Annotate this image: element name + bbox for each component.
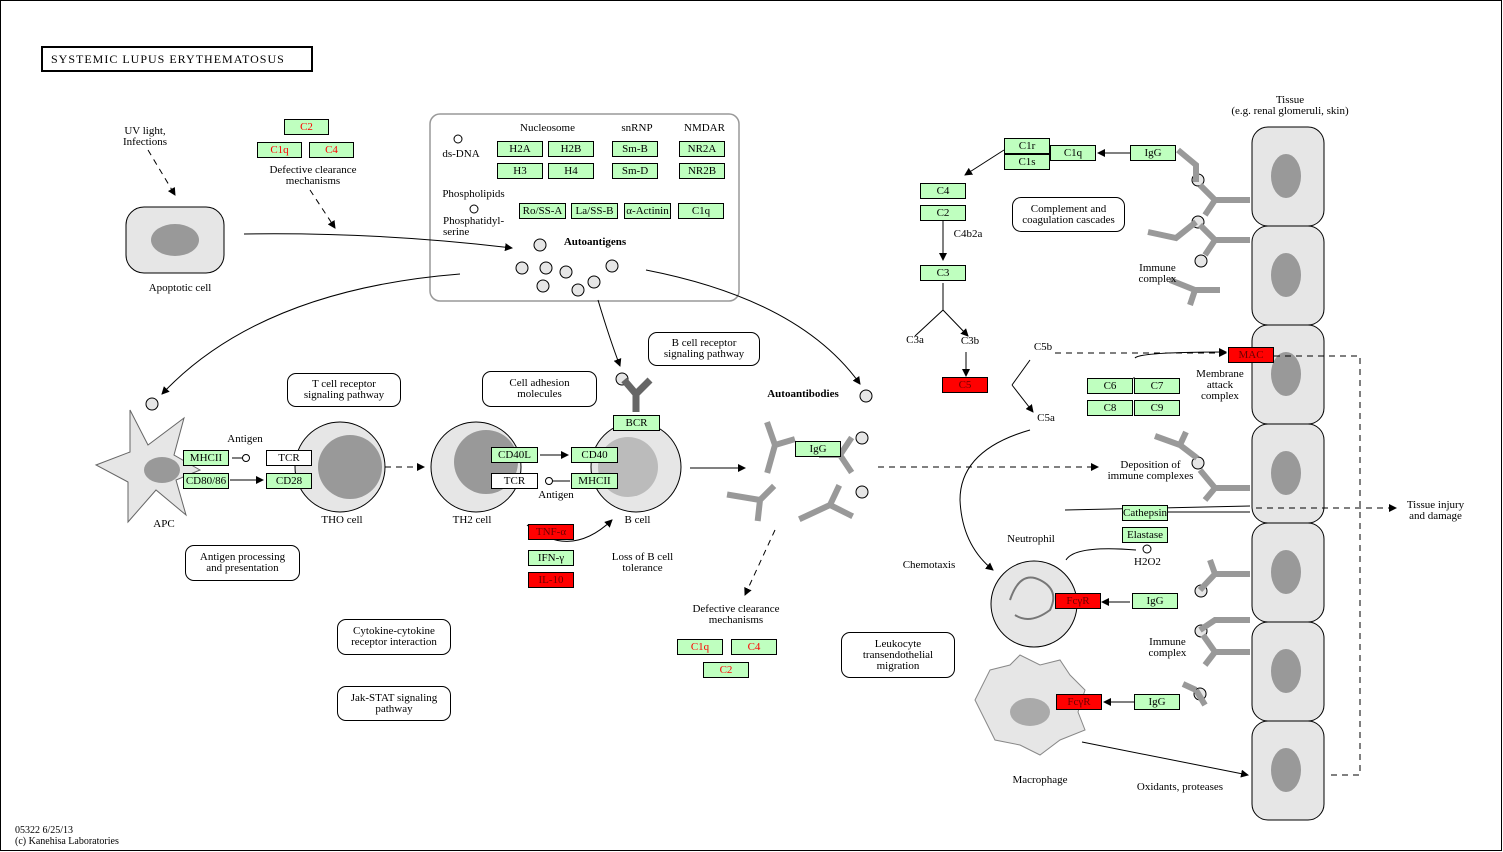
gene-c4-bottom[interactable]: C4 [731,639,777,655]
footer-id-date: 05322 6/25/13 [15,825,74,836]
label-nucleosome: Nucleosome [520,122,575,134]
gene-c6[interactable]: C6 [1087,378,1133,394]
footer-copyright: (c) Kanehisa Laboratories [15,836,119,847]
label-deposition: Deposition of immune complexes [1107,459,1194,482]
label-chemotaxis: Chemotaxis [902,559,956,571]
gene-c8[interactable]: C8 [1087,400,1133,416]
label-th2-cell: TH2 cell [452,514,492,526]
label-autoantigens: Autoantigens [563,236,627,248]
gene-cd28[interactable]: CD28 [266,473,312,489]
gene-smb[interactable]: Sm-B [612,141,658,157]
label-defective-top: Defective clearance mechanisms [269,164,357,187]
label-uv-light: UV light, Infections [123,125,167,148]
label-antigen-b: Antigen [538,489,574,501]
gene-c1s[interactable]: C1s [1004,154,1050,170]
label-autoantibodies: Autoantibodies [767,388,839,400]
gene-nr2b[interactable]: NR2B [679,163,725,179]
gene-bcr[interactable]: BCR [613,415,660,431]
gene-smd[interactable]: Sm-D [612,163,658,179]
label-nmdar: NMDAR [684,122,725,134]
label-h2o2: H2O2 [1134,556,1161,568]
gene-c1r[interactable]: C1r [1004,138,1050,154]
gene-nr2a[interactable]: NR2A [679,141,725,157]
label-c3b: C3b [960,335,980,347]
gene-mhcii-apc[interactable]: MHCII [183,450,229,466]
gene-h2b[interactable]: H2B [548,141,594,157]
page-title: SYSTEMIC LUPUS ERYTHEMATOSUS [41,46,313,72]
gene-tcr-th2[interactable]: TCR [491,473,538,489]
gene-c9[interactable]: C9 [1134,400,1180,416]
gene-ro-ssa[interactable]: Ro/SS-A [519,203,566,219]
gene-c4-top[interactable]: C4 [309,142,354,158]
pathway-tcr-signaling[interactable]: T cell receptor signaling pathway [287,373,401,407]
autoantigen-box [429,113,740,302]
pathway-leukocyte[interactable]: Leukocyte transendothelial migration [841,632,955,678]
gene-cd80-86[interactable]: CD80/86 [183,473,229,489]
label-c5b: C5b [1033,341,1053,353]
label-snrnp: snRNP [621,122,653,134]
label-b-cell: B cell [624,514,651,526]
pathway-cell-adhesion[interactable]: Cell adhesion molecules [482,371,597,407]
pathway-bcr-signaling[interactable]: B cell receptor signaling pathway [648,332,760,366]
gene-c1q-autoantigen[interactable]: C1q [678,203,724,219]
gene-la-ssb[interactable]: La/SS-B [571,203,618,219]
pathway-jakstat[interactable]: Jak-STAT signaling pathway [337,686,451,721]
label-oxidants: Oxidants, proteases [1136,781,1224,793]
gene-c3[interactable]: C3 [920,265,966,281]
label-tissue-injury: Tissue injury and damage [1406,499,1465,522]
label-neutrophil: Neutrophil [1007,533,1055,545]
gene-igg-right-top[interactable]: IgG [1130,145,1176,161]
gene-mhcii-b[interactable]: MHCII [571,473,618,489]
label-tissue: Tissue (e.g. renal glomeruli, skin) [1231,94,1349,117]
label-loss-tolerance: Loss of B cell tolerance [611,551,674,574]
gene-c2-bottom[interactable]: C2 [703,662,749,678]
pathway-complement[interactable]: Complement and coagulation cascades [1012,197,1125,232]
label-phosphatidylserine: Phosphatidyl- serine [443,215,505,238]
pathway-antigen-processing[interactable]: Antigen processing and presentation [185,545,300,581]
gene-cd40l[interactable]: CD40L [491,447,538,463]
gene-c1q-bottom[interactable]: C1q [677,639,723,655]
gene-c2-right[interactable]: C2 [920,205,966,221]
label-phospholipids: Phospholipids [442,188,505,200]
gene-fcgr-neutrophil[interactable]: FcγR [1055,593,1101,609]
label-membrane-attack: Membrane attack complex [1196,368,1244,402]
gene-alpha-actinin[interactable]: α-Actinin [624,203,671,219]
gene-cd40[interactable]: CD40 [571,447,618,463]
gene-il10[interactable]: IL-10 [528,572,574,588]
gene-h3[interactable]: H3 [497,163,543,179]
gene-tcr-tho[interactable]: TCR [266,450,312,466]
label-immune-complex-top: Immune complex [1138,262,1177,285]
gene-c5[interactable]: C5 [942,377,988,393]
gene-c4-right[interactable]: C4 [920,183,966,199]
label-macrophage: Macrophage [1012,774,1068,786]
label-tho-cell: THO cell [321,514,363,526]
label-immune-complex-bottom: Immune complex [1148,636,1187,659]
gene-mac[interactable]: MAC [1228,347,1274,363]
gene-c1q-top[interactable]: C1q [257,142,302,158]
label-c3a: C3a [906,334,924,346]
gene-c2-top[interactable]: C2 [284,119,329,135]
gene-c7[interactable]: C7 [1134,378,1180,394]
gene-igg-mid[interactable]: IgG [795,441,841,457]
label-apoptotic-cell: Apoptotic cell [148,282,212,294]
label-c5a: C5a [1037,412,1055,424]
gene-tnf-alpha[interactable]: TNF-α [528,524,574,540]
gene-h4[interactable]: H4 [548,163,594,179]
gene-cathepsin[interactable]: Cathepsin [1122,505,1168,521]
pathway-cytokine[interactable]: Cytokine-cytokine receptor interaction [337,619,451,655]
label-antigen-apc: Antigen [227,433,263,445]
gene-fcgr-macrophage[interactable]: FcγR [1056,694,1102,710]
label-ds-dna: ds-DNA [442,148,480,160]
gene-c1q-right[interactable]: C1q [1050,145,1096,161]
gene-igg-neutrophil[interactable]: IgG [1132,593,1178,609]
gene-igg-macrophage[interactable]: IgG [1134,694,1180,710]
gene-ifn-gamma[interactable]: IFN-γ [528,550,574,566]
label-defective-bottom: Defective clearance mechanisms [692,603,780,626]
gene-h2a[interactable]: H2A [497,141,543,157]
label-c4b2a: C4b2a [953,228,983,240]
gene-elastase[interactable]: Elastase [1122,527,1168,543]
label-apc: APC [153,518,175,530]
